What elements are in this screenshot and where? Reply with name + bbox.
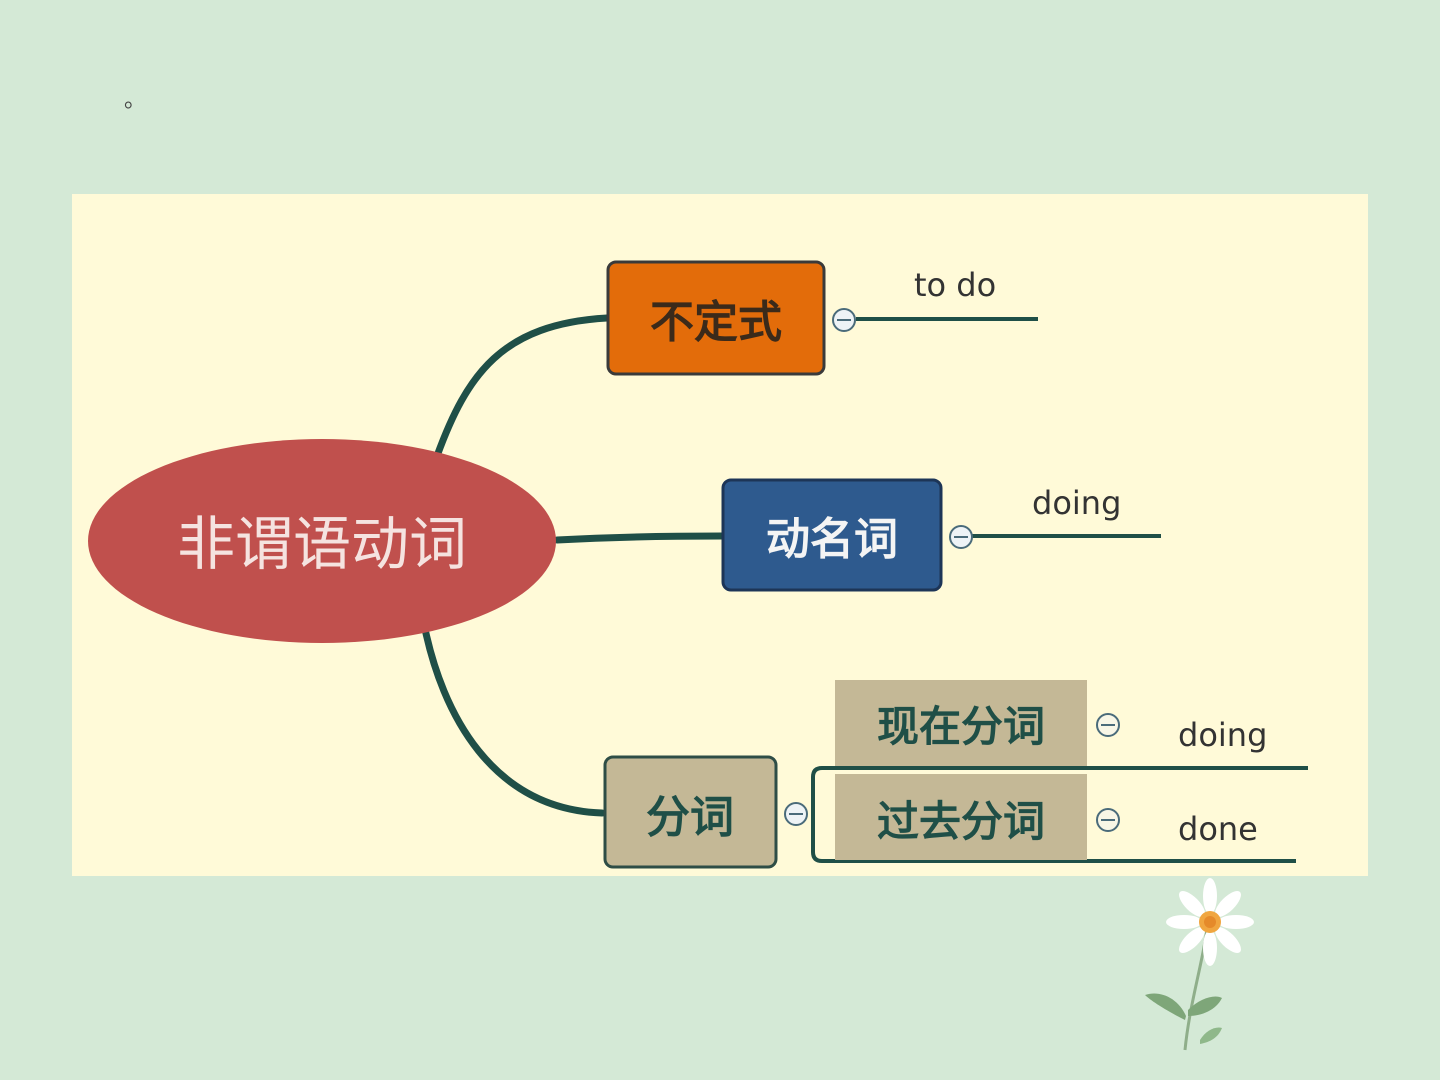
branch-node-participle <box>603 755 778 869</box>
root-node <box>88 439 556 643</box>
gerund-form-text: doing <box>1032 484 1121 522</box>
branch-node-participle-label: 分词 <box>646 792 734 843</box>
connector-root-infinitive <box>433 314 611 460</box>
participle-bracket <box>811 766 1308 863</box>
present-participle-form-text: doing <box>1178 716 1267 754</box>
collapse-minus-icon[interactable] <box>784 802 808 826</box>
connector-root-gerund <box>553 532 726 544</box>
root-node-label: 非谓语动词 <box>177 510 467 578</box>
slide-mark: 。 <box>124 88 147 113</box>
sub-node-past-participle <box>835 774 1087 860</box>
sub-node-present-participle-label: 现在分词 <box>877 702 1045 751</box>
sub-node-present-participle <box>835 680 1087 766</box>
mindmap-panel: 非谓语动词 不定式 to do 动名词 doing 分词 现在分词 <box>72 194 1368 876</box>
branch-node-gerund <box>721 478 943 592</box>
sub-node-past-participle-label: 过去分词 <box>877 797 1045 846</box>
collapse-minus-icon[interactable] <box>1096 713 1120 737</box>
branch-node-gerund-label: 动名词 <box>766 514 898 565</box>
mindmap-diagram: 非谓语动词 不定式 to do 动名词 doing 分词 现在分词 <box>88 260 1308 869</box>
collapse-minus-icon[interactable] <box>949 525 973 549</box>
collapse-minus-icon[interactable] <box>1096 808 1120 832</box>
collapse-minus-icon[interactable] <box>832 308 856 332</box>
infinitive-form-text: to do <box>914 266 996 304</box>
branch-node-infinitive <box>606 260 826 376</box>
connector-root-participle <box>420 620 606 817</box>
past-participle-form-text: done <box>1178 810 1258 848</box>
branch-node-infinitive-label: 不定式 <box>650 297 782 348</box>
daisy-flower-icon <box>1145 878 1254 1051</box>
